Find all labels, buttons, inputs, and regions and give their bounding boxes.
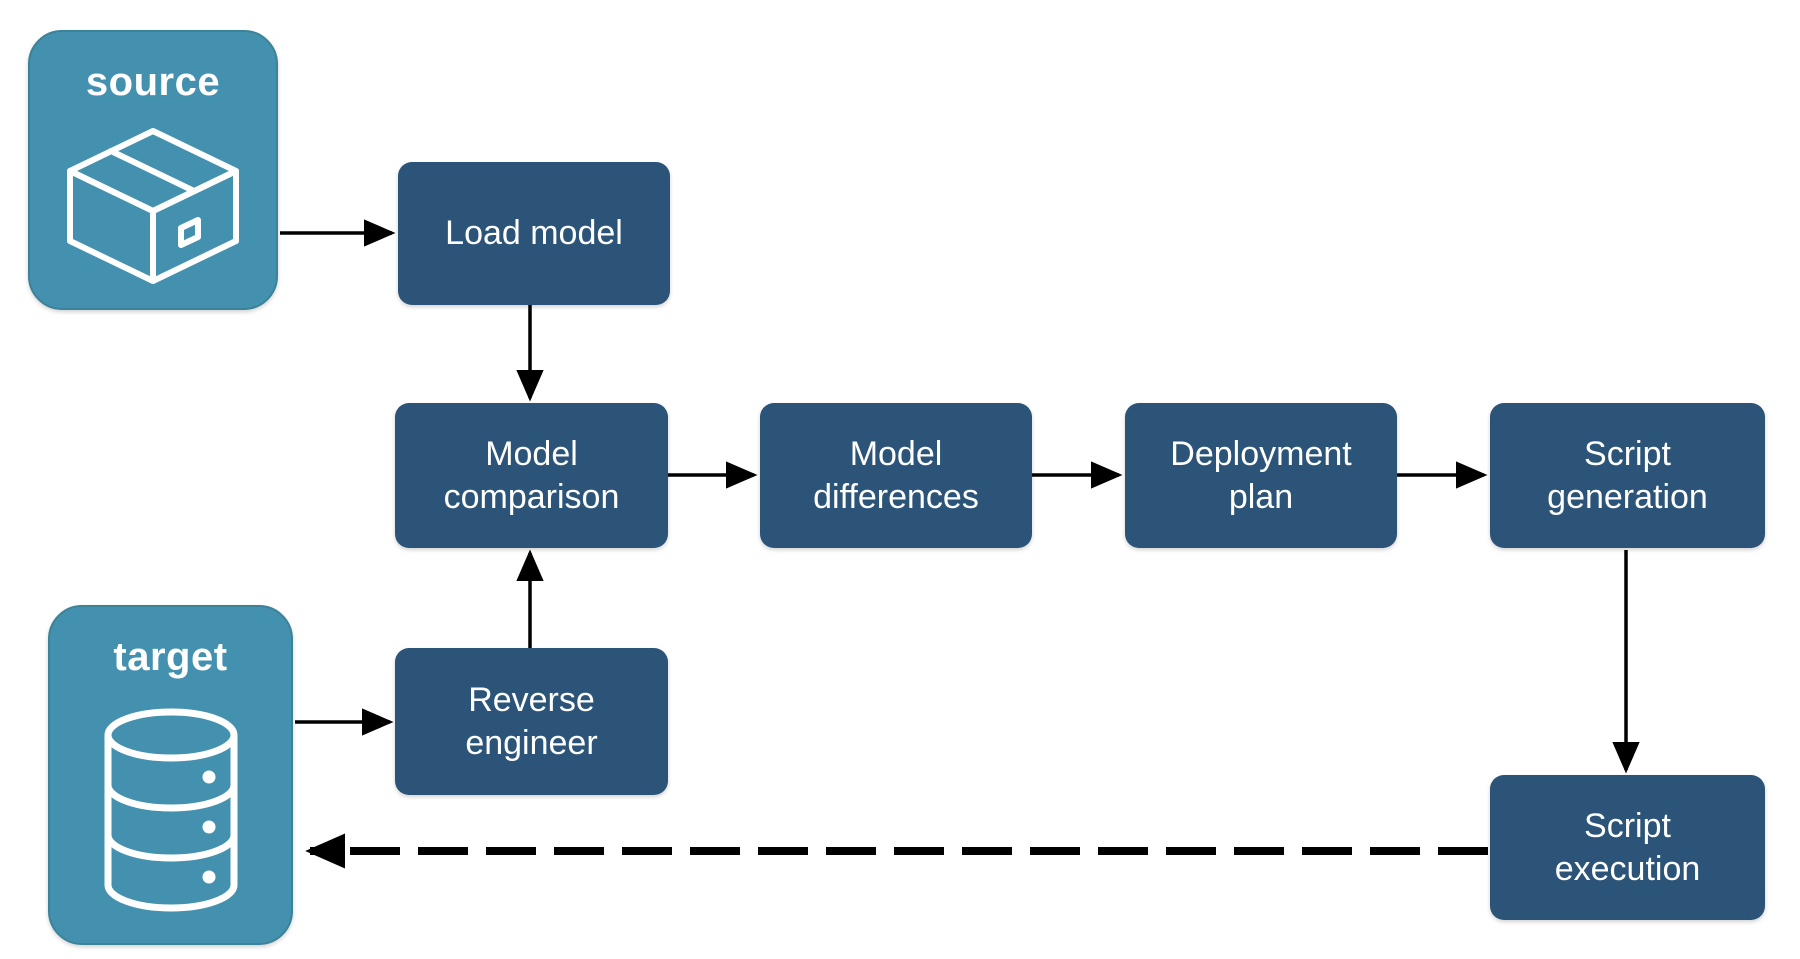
endpoint-source[interactable]: source xyxy=(28,30,278,310)
process-script-execution-label: Script execution xyxy=(1555,805,1701,890)
process-deployment-plan-label: Deployment plan xyxy=(1170,433,1351,518)
database-cylinder-icon xyxy=(50,677,291,943)
process-reverse-engineer[interactable]: Reverse engineer xyxy=(395,648,668,795)
process-reverse-engineer-line1: Reverse xyxy=(468,681,595,719)
process-model-comparison-line2: comparison xyxy=(443,477,620,516)
process-reverse-engineer-label: Reverse engineer xyxy=(465,679,597,764)
process-model-comparison[interactable]: Model comparison xyxy=(395,403,668,548)
endpoint-target-label: target xyxy=(113,635,228,679)
process-deployment-plan[interactable]: Deployment plan xyxy=(1125,403,1397,548)
process-script-execution-line2: execution xyxy=(1554,849,1701,888)
process-script-execution-line1: Script xyxy=(1584,807,1671,845)
process-deployment-plan-line2: plan xyxy=(1228,477,1294,516)
process-model-differences-line2: differences xyxy=(813,477,979,516)
endpoint-target[interactable]: target xyxy=(48,605,293,945)
process-model-differences[interactable]: Model differences xyxy=(760,403,1032,548)
process-deployment-plan-line1: Deployment xyxy=(1170,435,1352,473)
process-script-generation-label: Script generation xyxy=(1547,433,1708,518)
process-load-model[interactable]: Load model xyxy=(398,162,670,305)
process-script-execution[interactable]: Script execution xyxy=(1490,775,1765,920)
process-model-comparison-line1: Model xyxy=(485,435,578,473)
package-box-icon xyxy=(30,102,276,308)
process-model-comparison-label: Model comparison xyxy=(444,433,620,518)
process-model-differences-line1: Model xyxy=(849,435,943,473)
process-load-model-label: Load model xyxy=(445,214,623,253)
endpoint-source-label: source xyxy=(85,60,221,104)
process-script-generation-line2: generation xyxy=(1547,477,1708,516)
process-script-generation[interactable]: Script generation xyxy=(1490,403,1765,548)
process-reverse-engineer-line2: engineer xyxy=(465,723,598,762)
process-model-differences-label: Model differences xyxy=(813,433,979,518)
process-script-generation-line1: Script xyxy=(1584,435,1671,473)
